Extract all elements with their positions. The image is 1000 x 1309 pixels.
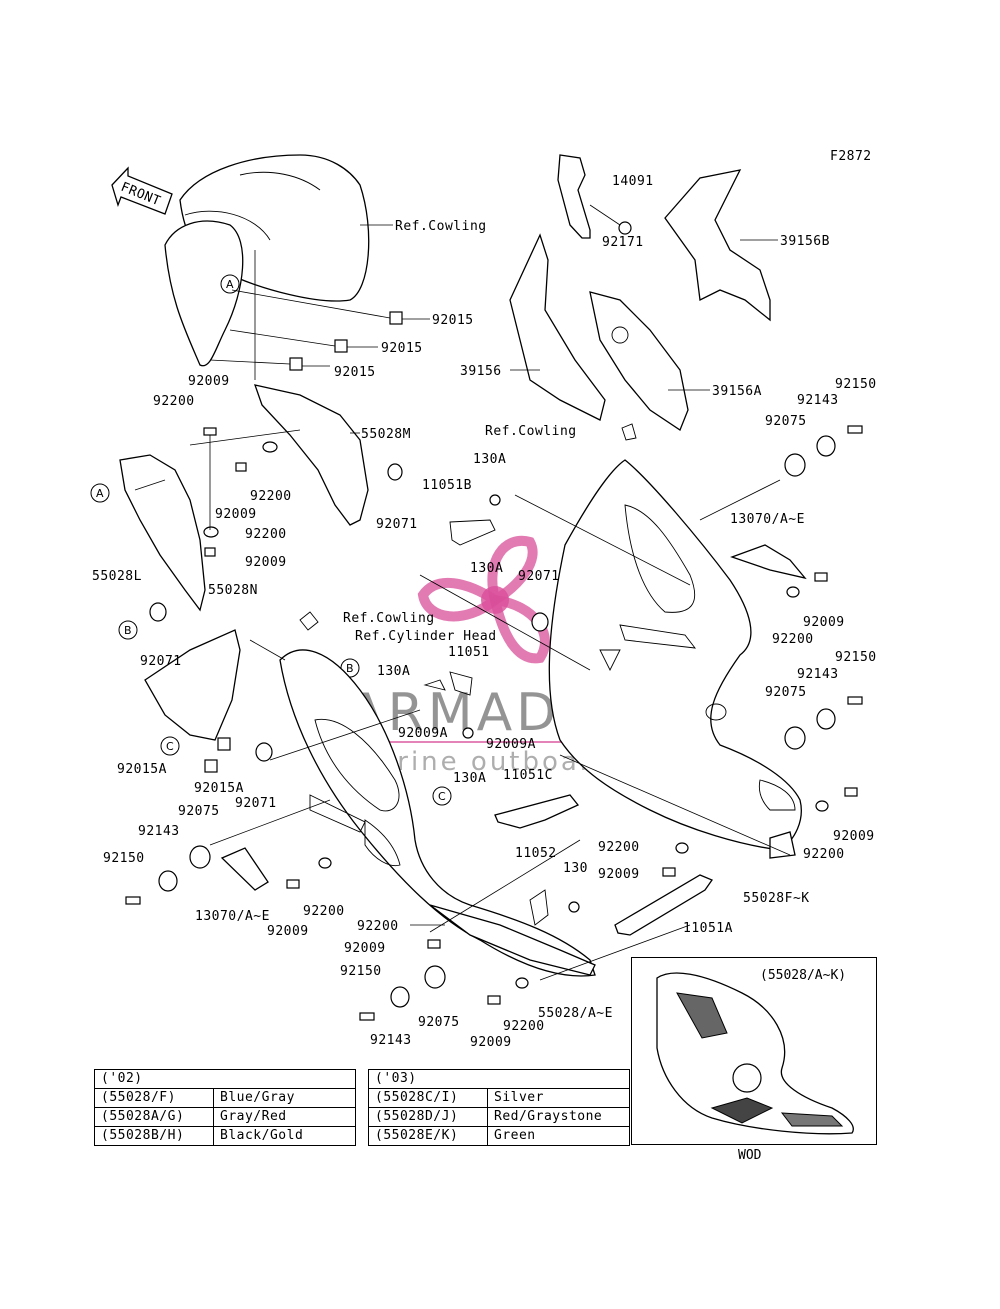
label-39156: 39156 [460, 364, 502, 379]
inset-panel [631, 957, 877, 1145]
label-92071-b: 92071 [235, 796, 277, 811]
svg-text:C: C [438, 790, 446, 803]
inset-ref-label: (55028/A~K) [760, 968, 847, 983]
label-92009A-b: 92009A [486, 737, 536, 752]
label-92143-d: 92143 [370, 1033, 412, 1048]
label-130A-d: 130A [453, 771, 486, 786]
label-11051B: 11051B [422, 478, 472, 493]
label-55028L: 55028L [92, 569, 142, 584]
table-row: (55028E/K) Green [368, 1126, 630, 1146]
inset-caption: WOD [738, 1148, 762, 1163]
circle-ref-a-top: A [220, 274, 240, 294]
label-11051C: 11051C [503, 768, 553, 783]
label-92200-f: 92200 [803, 847, 845, 862]
ref-cowling-mid: Ref.Cowling [485, 424, 577, 439]
label-92015-2: 92015 [381, 341, 423, 356]
label-92009-d: 92009 [803, 615, 845, 630]
propeller-logo-icon [417, 535, 550, 664]
label-92075-d: 92075 [418, 1015, 460, 1030]
label-55028N: 55028N [208, 583, 258, 598]
table-02-header: ('02) [94, 1069, 356, 1089]
label-92071-a: 92071 [376, 517, 418, 532]
circle-ref-b-left: B [118, 620, 138, 640]
label-92200-i: 92200 [503, 1019, 545, 1034]
label-92009-g: 92009 [267, 924, 309, 939]
circle-ref-a-left: A [90, 483, 110, 503]
table-row: (55028A/G) Gray/Red [94, 1107, 356, 1127]
label-92150-b: 92150 [835, 650, 877, 665]
circle-ref-c-center: C [432, 786, 452, 806]
label-92075-b: 92075 [765, 685, 807, 700]
label-39156B: 39156B [780, 234, 830, 249]
label-92071-c: 92071 [518, 569, 560, 584]
label-92015A-a: 92015A [117, 762, 167, 777]
svg-text:A: A [226, 278, 234, 291]
label-92143-c: 92143 [138, 824, 180, 839]
label-55028M: 55028M [361, 427, 411, 442]
label-92009-h: 92009 [344, 941, 386, 956]
inset-cowling-illustration [656, 972, 854, 1135]
leader-lines [134, 250, 791, 981]
svg-text:B: B [346, 662, 354, 675]
table-row: (55028/F) Blue/Gray [94, 1088, 356, 1108]
label-92071-d-left: 92071 [140, 654, 182, 669]
table-row: (55028B/H) Black/Gold [94, 1126, 356, 1146]
table-row: (55028C/I) Silver [368, 1088, 630, 1108]
label-92009A-a: 92009A [398, 726, 448, 741]
label-92009-f: 92009 [833, 829, 875, 844]
color-table-2002: ('02) (55028/F) Blue/Gray (55028A/G) Gra… [94, 1069, 356, 1146]
label-13070-b: 13070/A~E [195, 909, 270, 924]
label-92009-b: 92009 [215, 507, 257, 522]
label-55028FK: 55028F~K [743, 891, 810, 906]
label-92009-e: 92009 [598, 867, 640, 882]
label-92150-a: 92150 [835, 377, 877, 392]
label-130: 130 [563, 861, 588, 876]
ref-cowling-low: Ref.Cowling [343, 611, 435, 626]
label-92150-d: 92150 [340, 964, 382, 979]
label-39156A: 39156A [712, 384, 762, 399]
figure-code: F2872 [830, 149, 872, 164]
label-13070-a: 13070/A~E [730, 512, 805, 527]
svg-text:C: C [166, 740, 174, 753]
label-92015A-b: 92015A [194, 781, 244, 796]
label-92200-h: 92200 [357, 919, 399, 934]
label-130A-b: 130A [470, 561, 503, 576]
table-03-header: ('03) [368, 1069, 630, 1089]
label-11051: 11051 [448, 645, 490, 660]
label-92200-g: 92200 [303, 904, 345, 919]
ref-cowling-top: Ref.Cowling [395, 219, 487, 234]
label-11051A: 11051A [683, 921, 733, 936]
label-92200-c: 92200 [245, 527, 287, 542]
label-130A-a: 130A [473, 452, 506, 467]
label-92200-a: 92200 [153, 394, 195, 409]
label-92015-3: 92015 [334, 365, 376, 380]
table-row: (55028D/J) Red/Graystone [368, 1107, 630, 1127]
label-130A-c: 130A [377, 664, 410, 679]
ref-cylinder-head: Ref.Cylinder Head [355, 629, 497, 644]
front-arrow-icon: FRONT [111, 166, 173, 215]
label-14091: 14091 [612, 174, 654, 189]
label-11052: 11052 [515, 846, 557, 861]
label-92009-a: 92009 [188, 374, 230, 389]
label-92150-c: 92150 [103, 851, 145, 866]
label-92143-a: 92143 [797, 393, 839, 408]
label-92009-c: 92009 [245, 555, 287, 570]
circle-ref-c-left: C [160, 736, 180, 756]
label-92143-b: 92143 [797, 667, 839, 682]
upper-cowling [164, 154, 370, 367]
label-92171: 92171 [602, 235, 644, 250]
label-92009-i: 92009 [470, 1035, 512, 1050]
label-92075-c: 92075 [178, 804, 220, 819]
svg-text:A: A [96, 487, 104, 500]
color-table-2003: ('03) (55028C/I) Silver (55028D/J) Red/G… [368, 1069, 630, 1146]
label-55028AE: 55028/A~E [538, 1006, 613, 1021]
svg-text:B: B [124, 624, 132, 637]
label-92200-b: 92200 [250, 489, 292, 504]
label-92200-d: 92200 [772, 632, 814, 647]
label-92015-1: 92015 [432, 313, 474, 328]
label-92075-a: 92075 [765, 414, 807, 429]
label-92200-e: 92200 [598, 840, 640, 855]
